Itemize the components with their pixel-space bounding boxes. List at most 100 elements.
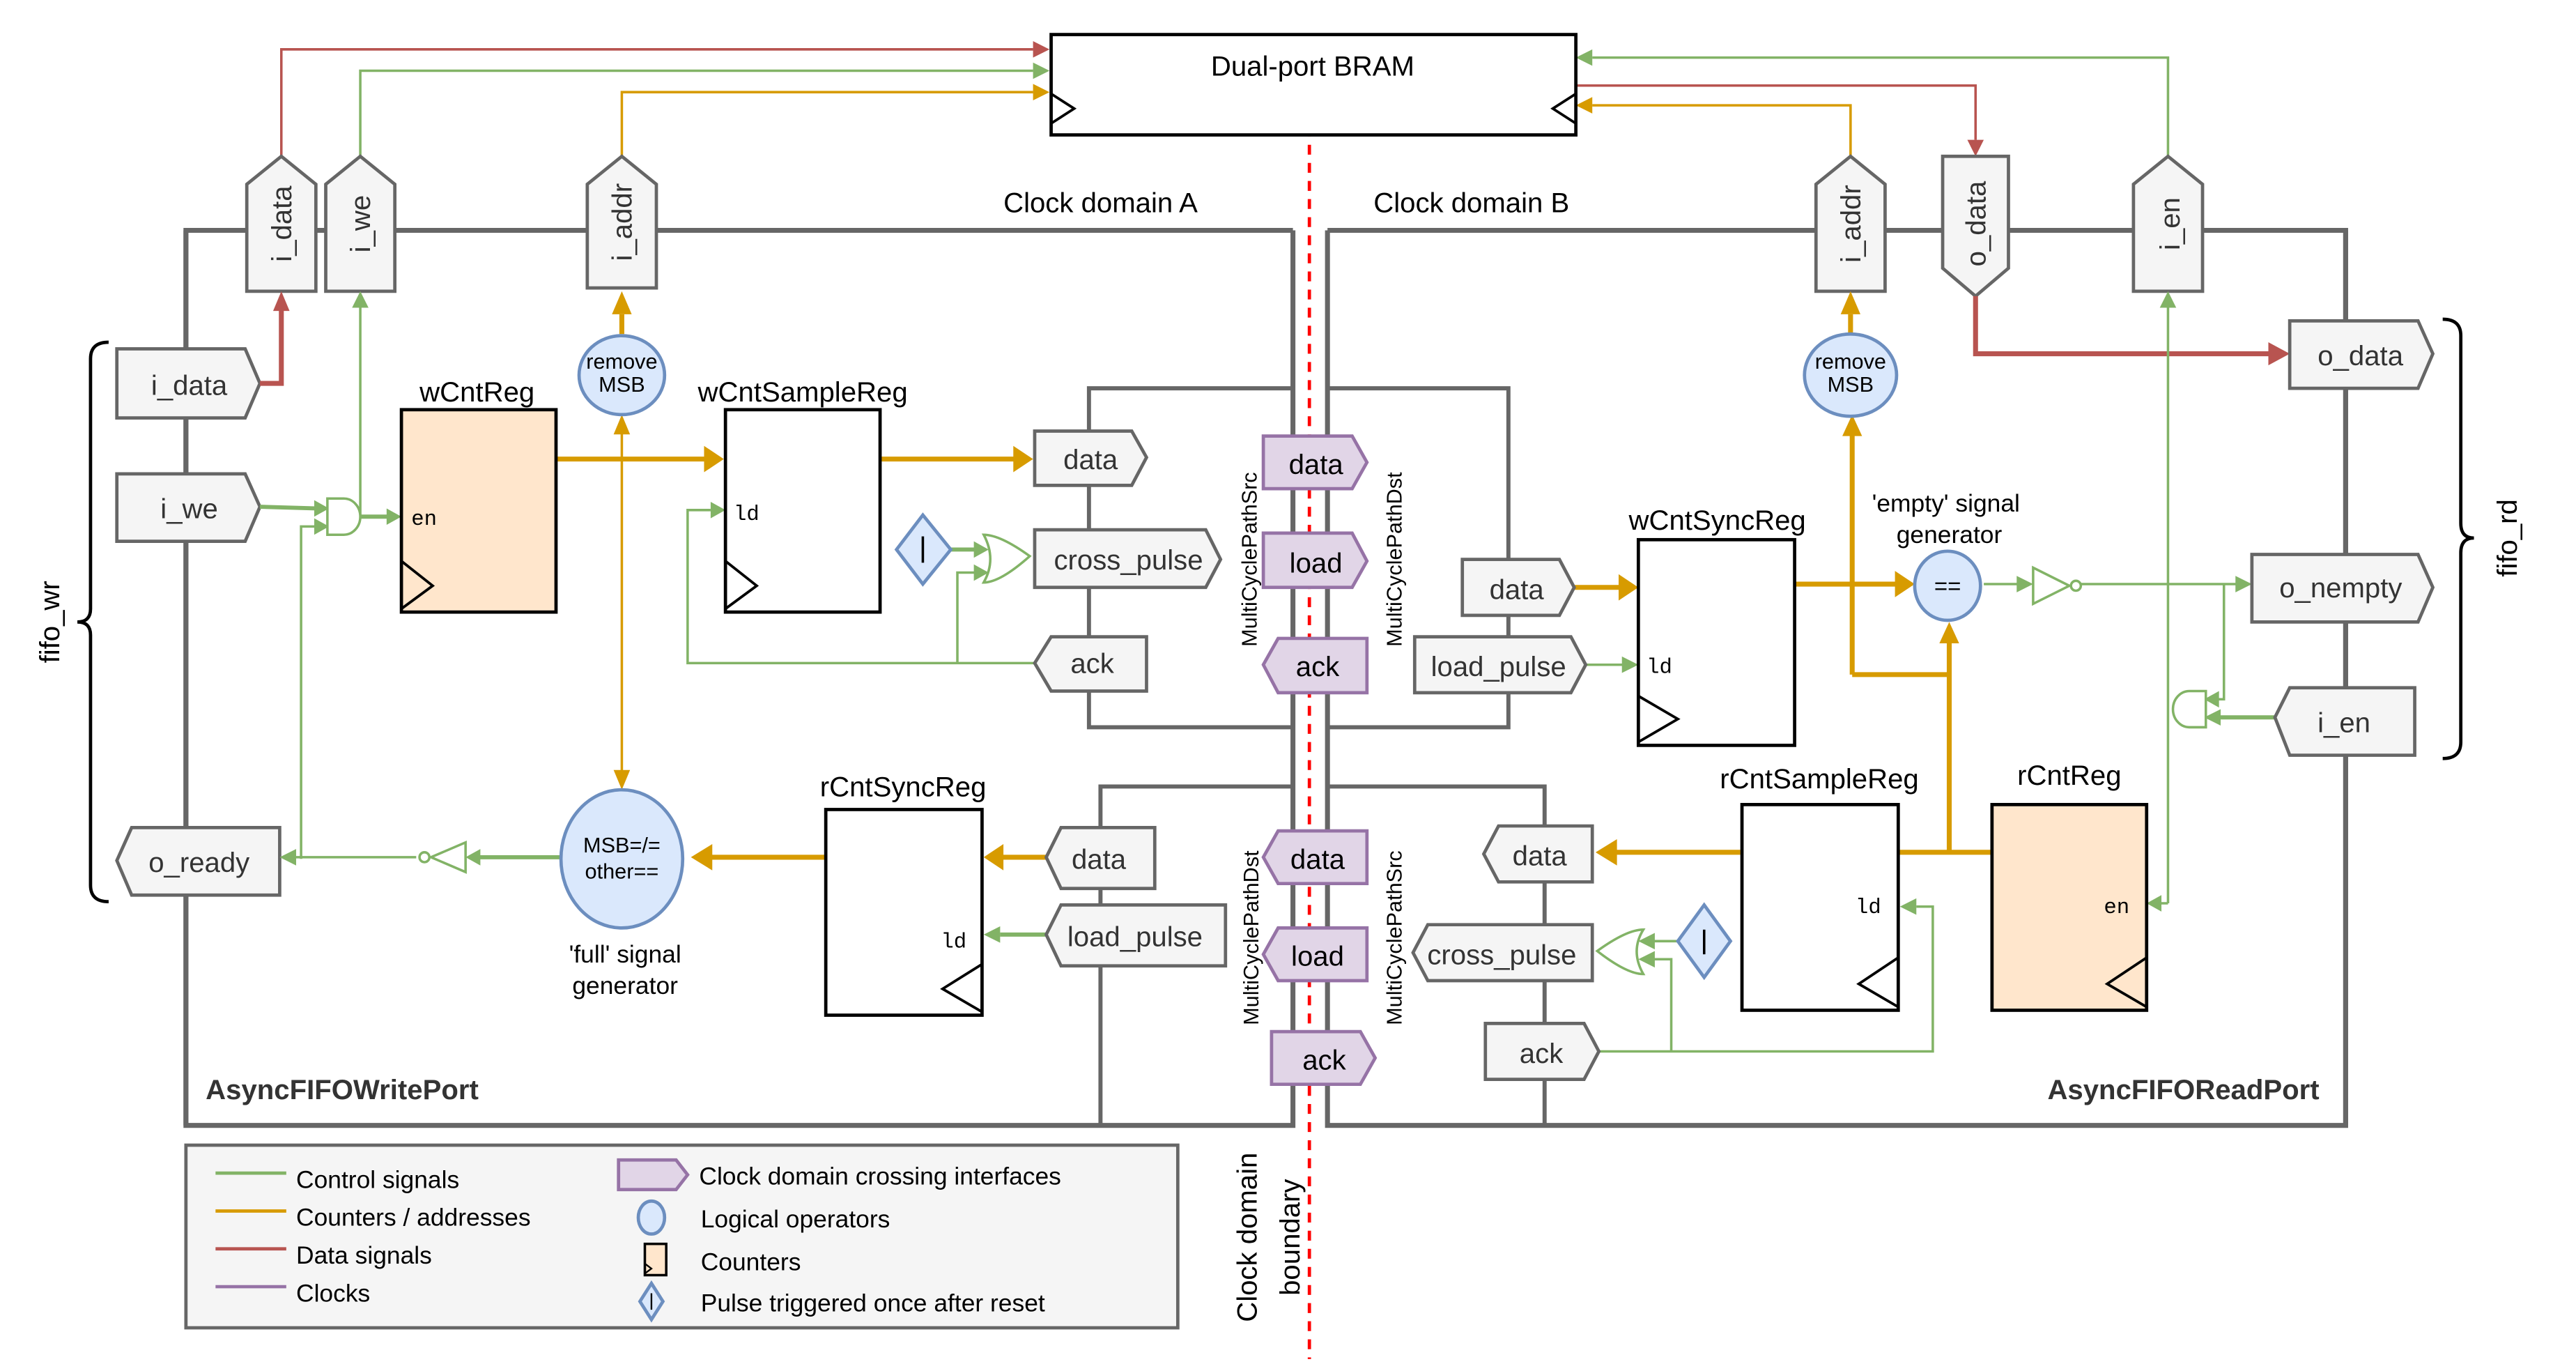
bram-label: Dual-port BRAM [1211, 51, 1414, 82]
svg-text:o_ready: o_ready [148, 847, 249, 878]
svg-text:o_data: o_data [2317, 340, 2403, 371]
svg-text:i_data: i_data [266, 185, 298, 262]
cdc-lower-dst-label: MultiCyclePathDst [1239, 850, 1263, 1025]
cdc-upper-load[interactable]: load [1261, 531, 1369, 590]
svg-text:rCntReg: rCntReg [2017, 760, 2121, 791]
wr-reset-pulse-icon [894, 512, 953, 587]
rd-right-port-o-nempty[interactable]: o_nempty [2250, 553, 2435, 624]
wr-top-port-i-we[interactable]: i_we [324, 154, 397, 293]
wr-src-port-cross-pulse[interactable]: cross_pulse [1033, 528, 1223, 590]
svg-text:load_pulse: load_pulse [1431, 651, 1566, 682]
legend-cdc-interfaces: Clock domain crossing interfaces [699, 1163, 1061, 1190]
legend: Control signals Counters / addresses Dat… [184, 1143, 1180, 1330]
rd-dst-port-load-pulse[interactable]: load_pulse [1412, 635, 1588, 695]
wr-left-port-i-we[interactable]: i_we [115, 472, 262, 544]
wr-left-port-o-ready[interactable]: o_ready [115, 826, 281, 897]
wcnt-sample-reg: wCntSampleReg ld [697, 376, 908, 614]
rd-top-port-i-addr[interactable]: i_addr [1814, 154, 1887, 293]
svg-text:MSB=/=: MSB=/= [583, 833, 661, 857]
legend-pulse: Pulse triggered once after reset [701, 1289, 1045, 1317]
wr-src-port-ack[interactable]: ack [1033, 635, 1148, 693]
wr-left-port-i-data[interactable]: i_data [115, 347, 262, 420]
cdc-lower: MultiCyclePathDst MultiCyclePathSrc data… [1239, 829, 1406, 1087]
rd-remove-msb-operator: remove MSB [1803, 332, 1899, 418]
cdc-lower-ack[interactable]: ack [1270, 1029, 1378, 1087]
legend-data-signals: Data signals [296, 1241, 432, 1269]
rd-not-gate [2032, 565, 2083, 606]
clock-domain-boundary-label-2: boundary [1274, 1179, 1306, 1296]
svg-text:ld: ld [941, 930, 966, 955]
wr-dst-port-data[interactable]: data [1044, 826, 1157, 891]
svg-text:wCntSampleReg: wCntSampleReg [697, 376, 908, 408]
legend-logical-operators: Logical operators [701, 1205, 890, 1233]
svg-text:load_pulse: load_pulse [1067, 921, 1203, 952]
svg-text:==: == [1934, 574, 1961, 599]
svg-text:ack: ack [1296, 651, 1340, 682]
legend-counters-addresses: Counters / addresses [296, 1204, 531, 1232]
svg-text:other==: other== [585, 859, 659, 884]
fifo-rd-brace [2442, 317, 2474, 760]
cdc-lower-src-label: MultiCyclePathSrc [1382, 850, 1406, 1025]
full-signal-generator: MSB=/= other== 'full' signal generator [559, 788, 685, 999]
clock-domain-b-label: Clock domain B [1373, 187, 1569, 219]
rd-src-port-cross-pulse[interactable]: cross_pulse [1411, 923, 1594, 983]
svg-text:i_we: i_we [345, 195, 376, 253]
svg-text:ack: ack [1070, 648, 1114, 680]
wr-src-port-data[interactable]: data [1033, 429, 1149, 487]
svg-text:MSB: MSB [1828, 372, 1874, 397]
legend-clocks: Clocks [296, 1279, 370, 1307]
svg-text:data: data [1290, 843, 1345, 875]
svg-text:i_we: i_we [160, 493, 218, 525]
wr-top-port-i-data[interactable]: i_data [245, 154, 318, 293]
legend-counter-icon [643, 1242, 668, 1277]
svg-text:data: data [1289, 449, 1344, 480]
svg-text:ack: ack [1520, 1038, 1564, 1069]
svg-text:i_en: i_en [2154, 197, 2186, 250]
svg-text:en: en [2104, 896, 2129, 920]
cdc-frame-lower-dst [1098, 784, 1293, 1126]
rd-right-port-i-en[interactable]: i_en [2273, 686, 2416, 757]
cdc-upper-src-label: MultiCyclePathSrc [1237, 472, 1262, 647]
cdc-lower-data[interactable]: data [1261, 829, 1369, 886]
rd-dst-port-data[interactable]: data [1460, 558, 1576, 618]
wr-remove-msb-operator: remove MSB [577, 334, 667, 417]
rcnt-reg: rCntReg en [1990, 760, 2149, 1012]
cdc-upper-data[interactable]: data [1261, 434, 1369, 491]
clock-domain-a-label: Clock domain A [1003, 187, 1198, 219]
svg-text:o_data: o_data [1960, 181, 1991, 266]
fifo-rd-label: fifo_rd [2492, 499, 2523, 577]
svg-text:ld: ld [734, 503, 759, 527]
rd-right-port-o-data[interactable]: o_data [2288, 319, 2435, 390]
wcnt-sync-reg: wCntSyncReg ld [1628, 505, 1806, 747]
wr-and-gate [326, 497, 362, 536]
cdc-lower-load[interactable]: load [1261, 926, 1369, 983]
rcnt-sample-reg: rCntSampleReg ld [1720, 763, 1919, 1012]
rd-or-gate [1595, 928, 1646, 976]
rd-src-port-ack[interactable]: ack [1483, 1021, 1601, 1081]
svg-text:wCntSyncReg: wCntSyncReg [1628, 505, 1806, 536]
rd-top-port-i-en[interactable]: i_en [2131, 154, 2205, 293]
svg-text:i_en: i_en [2317, 707, 2370, 739]
fifo-wr-label: fifo_wr [34, 581, 65, 663]
svg-text:remove: remove [586, 349, 657, 374]
svg-text:ack: ack [1302, 1044, 1346, 1075]
svg-text:data: data [1490, 574, 1545, 605]
rd-src-port-data[interactable]: data [1481, 824, 1594, 884]
svg-text:i_addr: i_addr [607, 183, 638, 261]
wr-dst-port-load-pulse[interactable]: load_pulse [1044, 903, 1228, 968]
svg-text:load: load [1290, 548, 1343, 579]
wr-wiring [259, 291, 1047, 943]
rd-top-port-o-data[interactable]: o_data [1941, 154, 2010, 299]
cdc-upper-ack[interactable]: ack [1261, 636, 1369, 695]
svg-text:en: en [411, 507, 437, 532]
legend-counters: Counters [701, 1248, 801, 1275]
wr-top-port-i-addr[interactable]: i_addr [585, 154, 658, 290]
legend-operator-icon [636, 1199, 667, 1236]
cdc-frame-lower-src [1327, 784, 1547, 1126]
svg-text:rCntSyncReg: rCntSyncReg [820, 772, 987, 803]
svg-text:o_nempty: o_nempty [2279, 572, 2402, 604]
cdc-upper-dst-label: MultiCyclePathDst [1382, 472, 1406, 647]
svg-text:i_addr: i_addr [1835, 185, 1867, 263]
clock-domain-boundary-label-1: Clock domain [1232, 1153, 1263, 1322]
wr-not-gate [418, 840, 467, 874]
